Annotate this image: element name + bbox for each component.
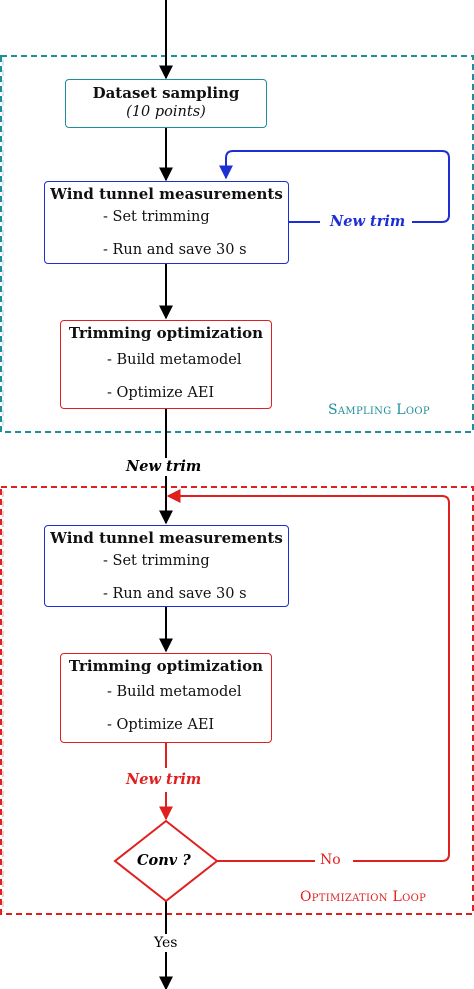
wind-tunnel-title: Wind tunnel measurements bbox=[50, 185, 283, 203]
decision-no-label: No bbox=[320, 852, 341, 868]
arrow-sampling-feedback bbox=[226, 150, 450, 223]
new-trim-optimization-label: New trim bbox=[126, 771, 202, 788]
wind-tunnel-box-sampling: Wind tunnel measurements - Set trimming … bbox=[44, 181, 289, 264]
wind-tunnel-item-run-save: - Run and save 30 s bbox=[103, 586, 247, 602]
trimming-item-build-metamodel: - Build metamodel bbox=[107, 352, 242, 368]
wind-tunnel-item-run-save: - Run and save 30 s bbox=[103, 242, 247, 258]
wind-tunnel-box-optimization: Wind tunnel measurements - Set trimming … bbox=[44, 525, 289, 607]
wind-tunnel-item-set-trimming: - Set trimming bbox=[103, 553, 210, 569]
wind-tunnel-title: Wind tunnel measurements bbox=[50, 529, 283, 547]
trimming-optimization-title: Trimming optimization bbox=[68, 657, 264, 675]
wind-tunnel-item-set-trimming: - Set trimming bbox=[103, 209, 210, 225]
optimization-loop-frame bbox=[0, 486, 474, 915]
decision-diamond bbox=[113, 819, 219, 903]
trimming-optimization-title: Trimming optimization bbox=[68, 324, 264, 342]
new-trim-between-label: New trim bbox=[126, 458, 202, 475]
trimming-item-build-metamodel: - Build metamodel bbox=[107, 684, 242, 700]
sampling-loop-frame bbox=[0, 55, 474, 433]
optimization-loop-label: Optimization Loop bbox=[300, 889, 427, 905]
trimming-optimization-box-sampling: Trimming optimization - Build metamodel … bbox=[60, 320, 272, 409]
trimming-optimization-box-optimization: Trimming optimization - Build metamodel … bbox=[60, 653, 272, 743]
decision-yes-label: Yes bbox=[154, 935, 178, 951]
dataset-sampling-title: Dataset sampling bbox=[92, 84, 240, 102]
trimming-item-optimize-aei: - Optimize AEI bbox=[107, 385, 215, 401]
dataset-sampling-box: Dataset sampling (10 points) bbox=[65, 79, 267, 128]
arrow-optimization-feedback bbox=[168, 496, 450, 862]
sampling-loop-label: Sampling Loop bbox=[328, 402, 430, 418]
trimming-item-optimize-aei: - Optimize AEI bbox=[107, 717, 215, 733]
sampling-feedback-label: New trim bbox=[330, 213, 406, 230]
dataset-sampling-subtitle: (10 points) bbox=[126, 104, 206, 120]
decision-label: Conv ? bbox=[137, 852, 191, 869]
